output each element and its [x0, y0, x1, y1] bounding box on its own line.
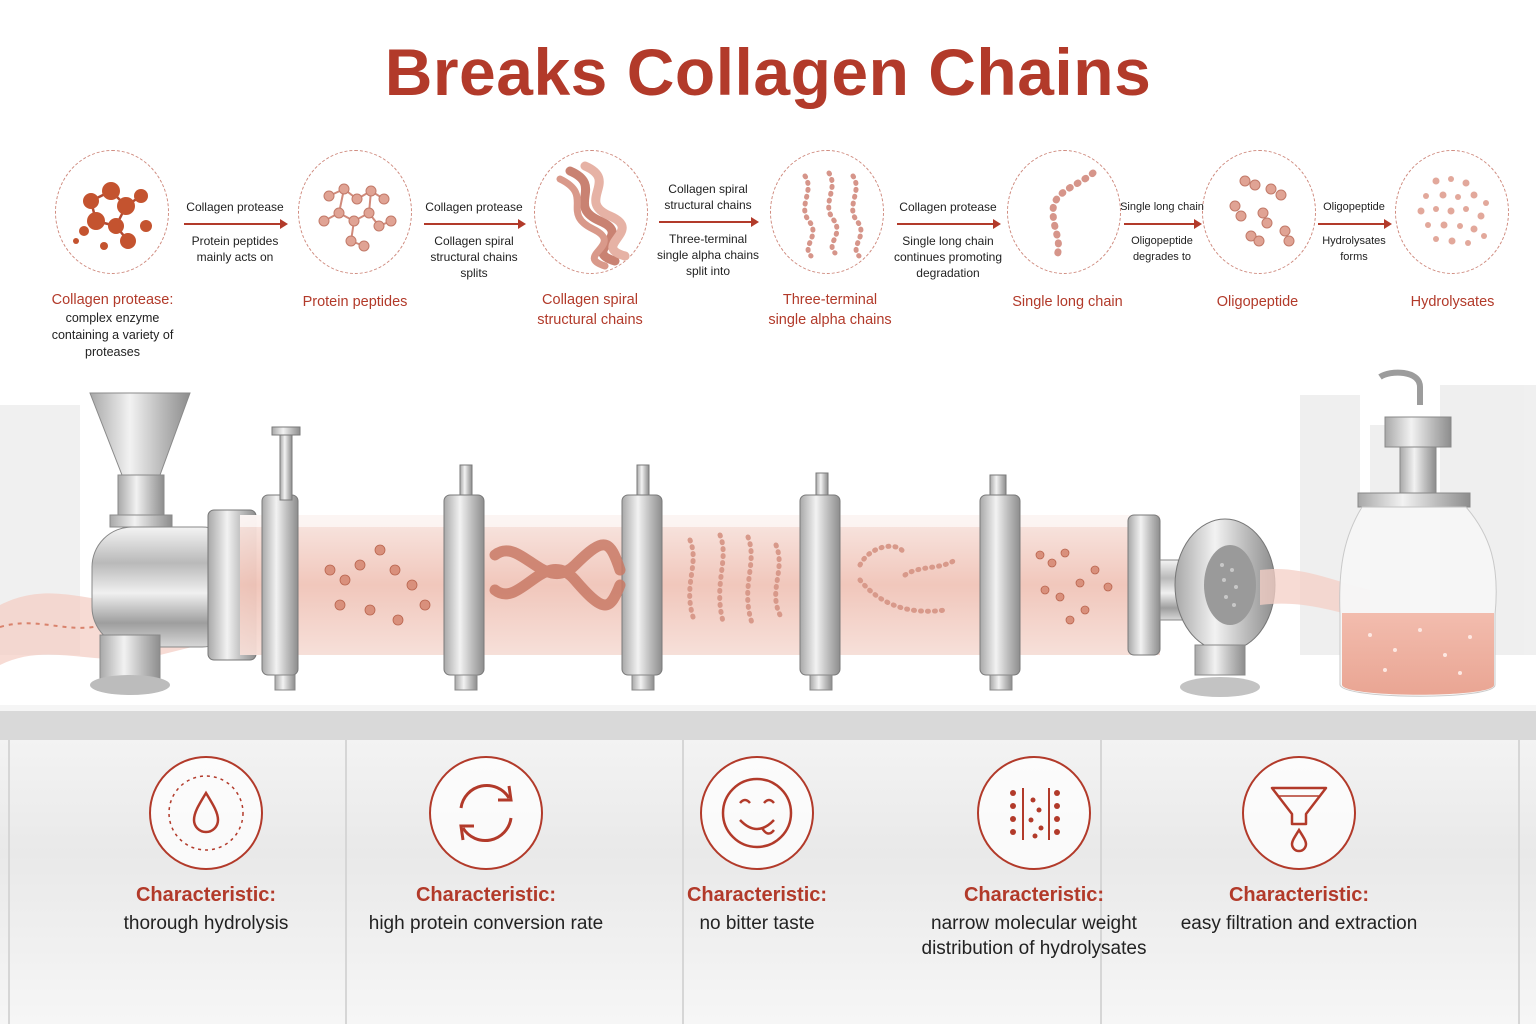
feature-easy-filtration: Characteristic: easy filtration and extr… [1169, 756, 1429, 936]
feature-key: Characteristic: [415, 884, 557, 906]
step-arrow-3: Collagen spiral structural chains Three-… [655, 181, 761, 279]
step-arrow-1: Collagen protease Protein peptides mainl… [180, 199, 290, 265]
step-arrow-2: Collagen protease Collagen spiral struct… [420, 199, 528, 281]
feature-key: Characteristic: [686, 884, 828, 906]
alpha-chains-icon [802, 170, 864, 259]
arrow-right-icon [1124, 219, 1202, 229]
stage-label-single-long-chain: Single long chain [1000, 292, 1135, 312]
step-bottom-text: Hydrolysates forms [1322, 235, 1386, 263]
feature-value: no bitter taste [699, 913, 815, 934]
stage-label-hydrolysates: Hydrolysates [1395, 292, 1510, 312]
stage-circle-single-long-chain [1007, 150, 1121, 274]
smiley-face-icon [721, 777, 793, 849]
stage-name: Hydrolysates [1410, 294, 1495, 310]
stage-circle-protease [55, 150, 169, 274]
stage-label-oligopeptide: Oligopeptide [1200, 292, 1315, 312]
cabinet-seam [1518, 740, 1520, 1024]
feature-value: narrow molecular weight distribution of … [921, 913, 1147, 959]
water-drop-icon [168, 775, 244, 851]
feature-key: Characteristic: [963, 884, 1105, 906]
feature-icon-ring [149, 756, 263, 870]
feature-protein-conversion: Characteristic: high protein conversion … [356, 756, 616, 936]
stage-name: Single long chain [1012, 294, 1123, 310]
step-bottom-text: Oligopeptide degrades to [1131, 235, 1193, 263]
cabinet-seam [8, 740, 10, 1024]
step-bottom-text: Collagen spiral structural chains splits [430, 234, 518, 280]
enzyme-cluster-icon [73, 182, 152, 250]
stage-label-alpha-chains: Three-terminal single alpha chains [765, 290, 895, 330]
step-top-text: Single long chain [1120, 201, 1204, 213]
cabinet-seam [1100, 740, 1102, 1024]
stage-circle-protein-peptides [298, 150, 412, 274]
stage-circle-spiral-chains [534, 150, 648, 274]
stage-circle-alpha-chains [770, 150, 884, 274]
feature-icon-ring [429, 756, 543, 870]
arrow-right-icon [1318, 219, 1392, 229]
cycle-arrows-icon [459, 784, 513, 842]
step-arrow-5: Single long chain Oligopeptide degrades … [1120, 199, 1204, 265]
step-bottom-text: Protein peptides mainly acts on [191, 234, 279, 264]
stage-desc: complex enzyme containing a variety of p… [51, 311, 174, 359]
feature-value: high protein conversion rate [368, 913, 604, 934]
peptide-network-icon [318, 183, 397, 252]
stage-label-protease: Collagen protease: complex enzyme contai… [40, 290, 185, 361]
molecule-distribution-icon [1010, 788, 1060, 840]
feature-key: Characteristic: [1228, 884, 1370, 906]
feature-value: thorough hydrolysis [123, 913, 289, 934]
arrow-right-icon [897, 219, 1001, 229]
step-arrow-4: Collagen protease Single long chain cont… [893, 199, 1003, 281]
feature-thorough-hydrolysis: Characteristic: thorough hydrolysis [76, 756, 336, 936]
step-bottom-text: Three-terminal single alpha chains split… [656, 232, 760, 278]
stage-name: Oligopeptide [1216, 294, 1299, 310]
feature-key: Characteristic: [135, 884, 277, 906]
stage-name: Three-terminal single alpha chains [768, 292, 892, 328]
step-top-text: Collagen protease [425, 200, 523, 214]
stage-name: Protein peptides [302, 294, 408, 310]
arrow-right-icon [424, 219, 526, 229]
feature-icon-ring [1242, 756, 1356, 870]
hydrolysis-reactor-illustration [0, 365, 1536, 745]
step-top-text: Collagen protease [186, 200, 284, 214]
arrow-right-icon [659, 217, 759, 227]
feature-value: easy filtration and extraction [1180, 913, 1418, 934]
stage-label-protein-peptides: Protein peptides [290, 292, 420, 312]
triple-helix-icon [556, 161, 630, 270]
feature-icon-ring [977, 756, 1091, 870]
stage-label-spiral-chains: Collagen spiral structural chains [525, 290, 655, 330]
step-top-text: Collagen spiral structural chains [664, 182, 752, 212]
cabinet-seam [682, 740, 684, 1024]
hydrolysate-dots-icon [1417, 176, 1489, 246]
stage-name: Collagen protease: [51, 292, 174, 308]
step-arrow-6: Oligopeptide Hydrolysates forms [1314, 199, 1394, 265]
reactor-graphic [0, 369, 1536, 745]
feature-icon-ring [700, 756, 814, 870]
stage-name: Collagen spiral structural chains [537, 292, 643, 328]
oligopeptide-icon [1229, 175, 1295, 247]
step-bottom-text: Single long chain continues promoting de… [893, 234, 1003, 280]
step-top-text: Oligopeptide [1323, 201, 1385, 213]
page-title: Breaks Collagen Chains [384, 35, 1152, 109]
stage-circle-oligopeptide [1202, 150, 1316, 274]
long-chain-icon [1049, 169, 1097, 263]
stage-circle-hydrolysates [1395, 150, 1509, 274]
step-top-text: Collagen protease [899, 200, 997, 214]
arrow-right-icon [184, 219, 288, 229]
feature-no-bitter-taste: Characteristic: no bitter taste [627, 756, 887, 936]
funnel-icon [1270, 786, 1328, 853]
cabinet-seam [345, 740, 347, 1024]
feature-molecular-weight: Characteristic: narrow molecular weight … [904, 756, 1164, 961]
